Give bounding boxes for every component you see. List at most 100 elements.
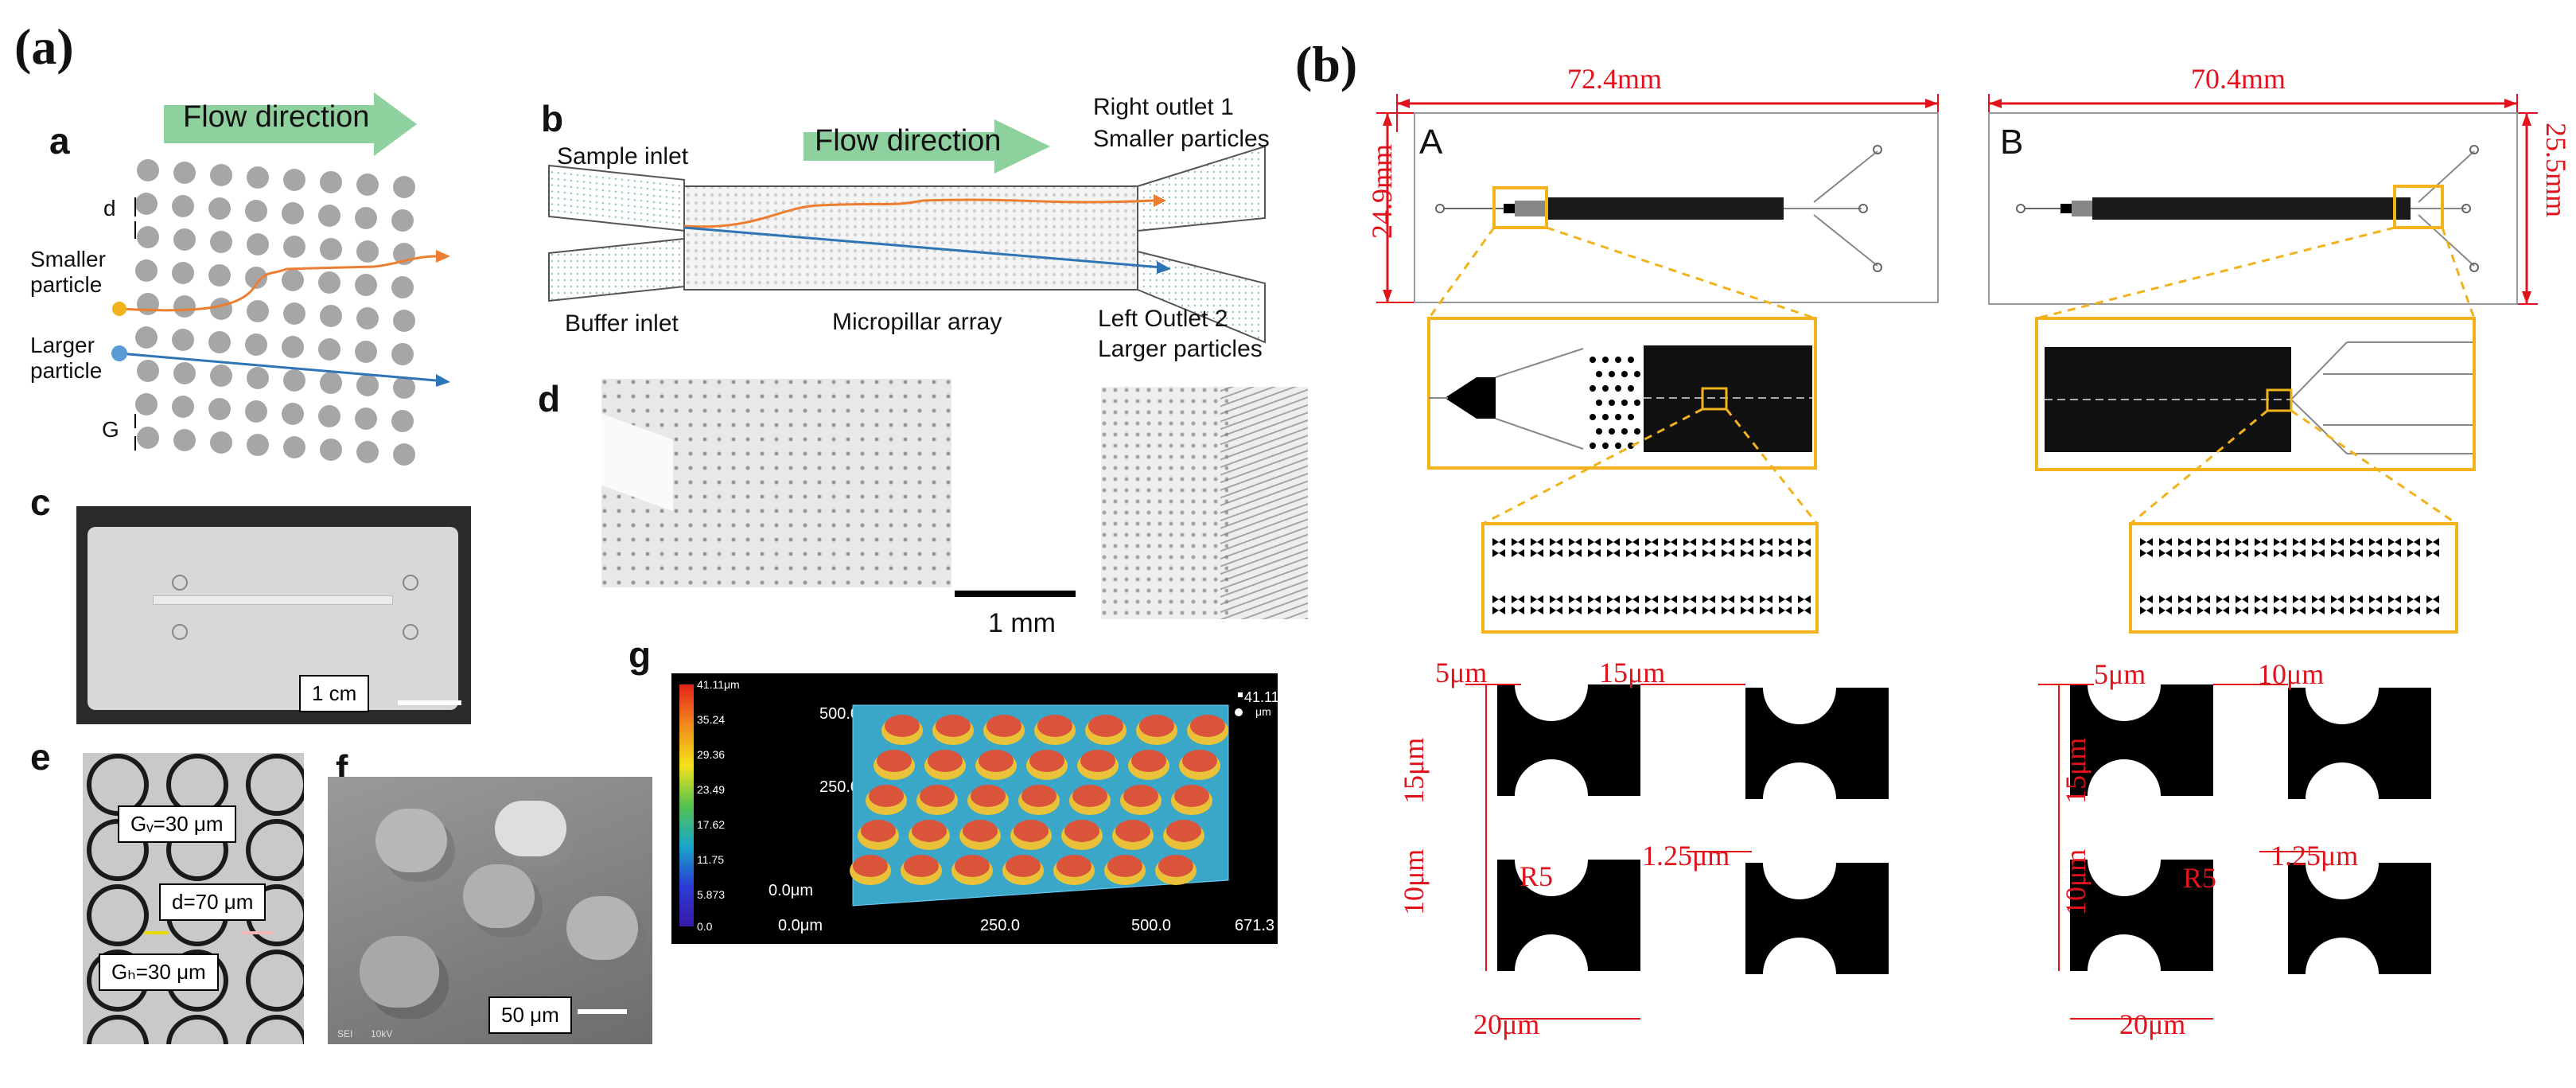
pillar xyxy=(173,228,196,251)
bowtie-pillar xyxy=(1741,606,1753,614)
bowtie-pillar xyxy=(1492,538,1505,546)
a-h-10: 10μm xyxy=(1398,848,1430,915)
inlet-dot xyxy=(1602,443,1609,449)
b-radius: R5 xyxy=(2183,862,2217,894)
bowtie-pillar xyxy=(2407,538,2420,546)
pillar-bump xyxy=(1158,855,1193,877)
inlet-dot xyxy=(1615,385,1621,392)
bowtie-pillar xyxy=(2331,538,2344,546)
bowtie-pillar xyxy=(2426,595,2439,603)
a-offset: 1.25μm xyxy=(1642,840,1730,872)
bowtie-pillar xyxy=(1664,538,1677,546)
pillar xyxy=(172,262,194,284)
bowtie-pillar xyxy=(2255,538,2267,546)
pillar-bump xyxy=(1029,750,1064,772)
bowtie-pillar xyxy=(1607,538,1620,546)
pillar xyxy=(173,295,196,318)
pillar xyxy=(355,341,377,363)
pillar xyxy=(137,159,159,181)
pillar xyxy=(391,209,414,232)
design-b-drawing xyxy=(1988,94,2538,1020)
bowtie-pillar xyxy=(1569,538,1582,546)
pillar xyxy=(282,403,304,425)
cb-tick-0: 41.11μm xyxy=(697,678,740,691)
bowtie-pillar xyxy=(2407,595,2420,603)
pillar xyxy=(356,307,379,330)
pillar xyxy=(173,162,196,184)
pillar xyxy=(320,305,342,327)
bowtie-pillar xyxy=(2293,549,2306,557)
pillar-bump xyxy=(1088,715,1123,737)
inlet-dot xyxy=(1615,357,1621,363)
inlet-dot xyxy=(1609,371,1615,377)
bowtie-pillar xyxy=(2331,549,2344,557)
bowtie-pillar xyxy=(1645,549,1658,557)
bowtie-pillar xyxy=(1550,606,1562,614)
x-tick-671: 671.3 xyxy=(1235,917,1275,934)
pillar-ring xyxy=(87,884,149,946)
bowtie-pillar xyxy=(1512,538,1524,546)
pillar xyxy=(247,434,269,456)
bowtie-pillar xyxy=(2140,549,2153,557)
bowtie-pillar xyxy=(2426,538,2439,546)
pillar-bump xyxy=(928,750,963,772)
x-tick-500: 500.0 xyxy=(1131,917,1172,934)
bowtie-pillar xyxy=(1607,595,1620,603)
pillar-bump xyxy=(963,820,998,842)
pillar xyxy=(320,372,342,394)
larger-particle-label: Larger particle xyxy=(30,333,103,384)
bowtie-pillar xyxy=(2293,606,2306,614)
design-b-letter: B xyxy=(2000,123,2024,162)
bowtie-pillar xyxy=(1569,595,1582,603)
bowtie-pillar xyxy=(1683,595,1696,603)
pillar xyxy=(245,267,267,289)
left-outlet-label-2: Larger particles xyxy=(1098,336,1263,362)
bowtie-pillar xyxy=(2255,549,2267,557)
pillar-bump xyxy=(1072,785,1107,807)
scale-1cm: 1 cm xyxy=(299,675,370,712)
pillar-bump xyxy=(936,715,971,737)
bowtie-pillar xyxy=(1588,606,1601,614)
bowtie-pillar xyxy=(2216,538,2229,546)
pillar xyxy=(355,207,377,229)
bowtie-pillar xyxy=(2236,595,2248,603)
pillar xyxy=(356,441,379,463)
gv-label: Gᵥ=30 μm xyxy=(118,805,236,843)
sub-c-letter: c xyxy=(30,482,51,523)
bowtie-pillar xyxy=(1588,538,1601,546)
inlet-dot xyxy=(1615,414,1621,420)
micrograph-inlet xyxy=(601,379,951,587)
pillar xyxy=(318,405,340,427)
bowtie-pillar-detail xyxy=(1745,863,1889,974)
bowtie-pillar xyxy=(2293,595,2306,603)
bowtie-pillar xyxy=(1550,538,1562,546)
inlet-dot xyxy=(1609,428,1615,435)
bowtie-pillar xyxy=(1664,549,1677,557)
smaller-path-b xyxy=(683,198,1154,228)
flow-direction-b: Flow direction xyxy=(815,124,1002,158)
design-a-height: 24.9mm xyxy=(1366,143,1398,239)
micrograph-gaps: Gᵥ=30 μm d=70 μm Gₕ=30 μm xyxy=(83,753,304,1044)
pillar-bump xyxy=(1064,820,1099,842)
inlet-dot xyxy=(1634,400,1640,406)
pillar xyxy=(247,300,269,322)
bowtie-pillar xyxy=(1683,538,1696,546)
inlet-dot xyxy=(1596,428,1602,435)
sem-image: SEI 10kV 50 μm xyxy=(328,777,652,1044)
corner-unit: μm xyxy=(1255,705,1271,718)
inlet-dot xyxy=(1590,414,1596,420)
pillar-bump xyxy=(1115,820,1150,842)
flow-arrow-b xyxy=(804,119,1050,174)
bowtie-pillar xyxy=(1779,549,1792,557)
bowtie-pillar xyxy=(1531,538,1543,546)
pillar xyxy=(283,436,305,458)
g-label: G xyxy=(102,417,119,442)
bowtie-pillar xyxy=(1722,538,1734,546)
inlet-dot xyxy=(1590,385,1596,392)
micrograph-outlet xyxy=(1101,387,1308,619)
pillar xyxy=(391,276,414,298)
pillar xyxy=(356,174,379,196)
colorbar xyxy=(679,684,694,926)
pillar xyxy=(210,231,232,253)
buffer-inlet-label: Buffer inlet xyxy=(565,310,679,337)
